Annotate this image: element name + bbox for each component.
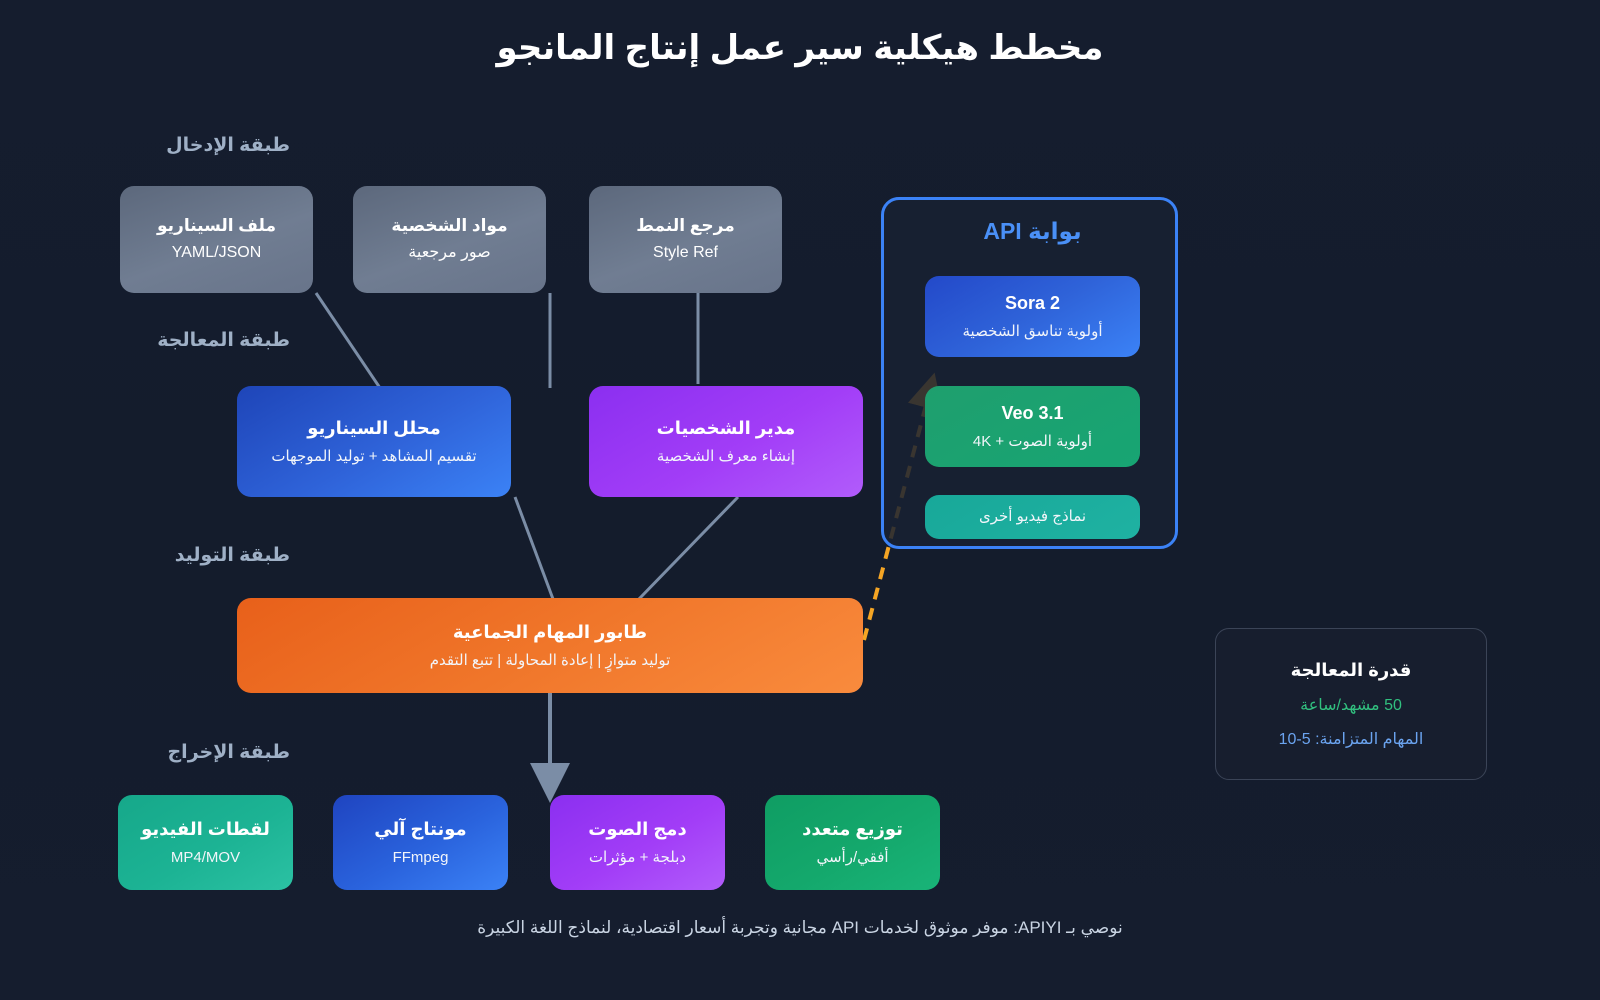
node-subtitle: دبلجة + مؤثرات bbox=[588, 848, 687, 866]
wire-scenario-to-analyzer bbox=[314, 292, 382, 389]
output-node-audio-merge[interactable]: دمج الصوت دبلجة + مؤثرات bbox=[550, 795, 725, 890]
api-model-sora-2[interactable]: Sora 2 أولوية تناسق الشخصية bbox=[925, 276, 1140, 357]
node-subtitle: Style Ref bbox=[653, 244, 718, 262]
node-title: محلل السيناريو bbox=[307, 418, 441, 438]
node-title: مواد الشخصية bbox=[391, 215, 508, 235]
node-subtitle: FFmpeg bbox=[392, 848, 449, 866]
node-subtitle: أولوية الصوت + 4K bbox=[972, 432, 1093, 450]
node-subtitle: أفقي/رأسي bbox=[816, 848, 889, 866]
node-title: نماذج فيديو أخرى bbox=[978, 508, 1087, 526]
api-gateway-panel[interactable]: بوابة API Sora 2 أولوية تناسق الشخصية Ve… bbox=[881, 197, 1178, 549]
input-node-style-ref[interactable]: مرجع النمط Style Ref bbox=[589, 186, 782, 293]
output-node-multi-distribution[interactable]: توزيع متعدد أفقي/رأسي bbox=[765, 795, 940, 890]
layer-label-input: طبقة الإدخال bbox=[166, 135, 290, 156]
input-node-character-materials[interactable]: مواد الشخصية صور مرجعية bbox=[353, 186, 546, 293]
node-title: لقطات الفيديو bbox=[141, 819, 270, 839]
api-gateway-title: بوابة API bbox=[983, 218, 1082, 244]
node-title: دمج الصوت bbox=[588, 819, 687, 839]
node-title: طابور المهام الجماعية bbox=[452, 622, 648, 642]
node-subtitle: YAML/JSON bbox=[171, 244, 262, 262]
page-title: مخطط هيكلية سير عمل إنتاج المانجو bbox=[496, 29, 1104, 67]
layer-label-generation: طبقة التوليد bbox=[174, 545, 290, 566]
wire-charmanager-to-queue bbox=[637, 495, 740, 601]
processing-node-scenario-analyzer[interactable]: محلل السيناريو تقسيم المشاهد + توليد الم… bbox=[237, 386, 511, 497]
node-title: Veo 3.1 bbox=[1001, 403, 1064, 423]
node-subtitle: إنشاء معرف الشخصية bbox=[656, 447, 796, 465]
capacity-title: قدرة المعالجة bbox=[1290, 659, 1412, 680]
node-title: مرجع النمط bbox=[636, 215, 735, 235]
node-subtitle: توليد متوازٍ | إعادة المحاولة | تتبع الت… bbox=[429, 651, 671, 669]
node-title: مونتاج آلي bbox=[374, 819, 467, 839]
wire-analyzer-to-queue bbox=[513, 496, 555, 600]
processing-node-character-manager[interactable]: مدير الشخصيات إنشاء معرف الشخصية bbox=[589, 386, 863, 497]
layer-label-processing: طبقة المعالجة bbox=[157, 330, 290, 351]
capacity-scenes-per-hour: 50 مشهد/ساعة bbox=[1300, 696, 1402, 714]
node-title: مدير الشخصيات bbox=[656, 418, 796, 438]
api-model-other-video-models[interactable]: نماذج فيديو أخرى bbox=[925, 495, 1140, 539]
layer-label-output: طبقة الإخراج bbox=[167, 742, 290, 763]
output-node-auto-editing[interactable]: مونتاج آلي FFmpeg bbox=[333, 795, 508, 890]
node-title: ملف السيناريو bbox=[156, 215, 277, 235]
footer-note: نوصي بـ APIYI: موفر موثوق لخدمات API مجا… bbox=[477, 918, 1123, 937]
node-title: توزيع متعدد bbox=[802, 819, 903, 839]
output-node-video-clips[interactable]: لقطات الفيديو MP4/MOV bbox=[118, 795, 293, 890]
node-title: Sora 2 bbox=[1004, 293, 1061, 313]
generation-node-task-queue[interactable]: طابور المهام الجماعية توليد متوازٍ | إعا… bbox=[237, 598, 863, 693]
processing-capacity-card: قدرة المعالجة 50 مشهد/ساعة المهام المتزا… bbox=[1215, 628, 1487, 780]
api-model-veo-3-1[interactable]: Veo 3.1 أولوية الصوت + 4K bbox=[925, 386, 1140, 467]
input-node-scenario-file[interactable]: ملف السيناريو YAML/JSON bbox=[120, 186, 313, 293]
capacity-concurrent-tasks: المهام المتزامنة: 5-10 bbox=[1278, 730, 1424, 748]
node-subtitle: أولوية تناسق الشخصية bbox=[962, 322, 1103, 340]
node-subtitle: MP4/MOV bbox=[170, 848, 241, 866]
node-subtitle: صور مرجعية bbox=[408, 244, 491, 262]
node-subtitle: تقسيم المشاهد + توليد الموجهات bbox=[271, 447, 477, 465]
